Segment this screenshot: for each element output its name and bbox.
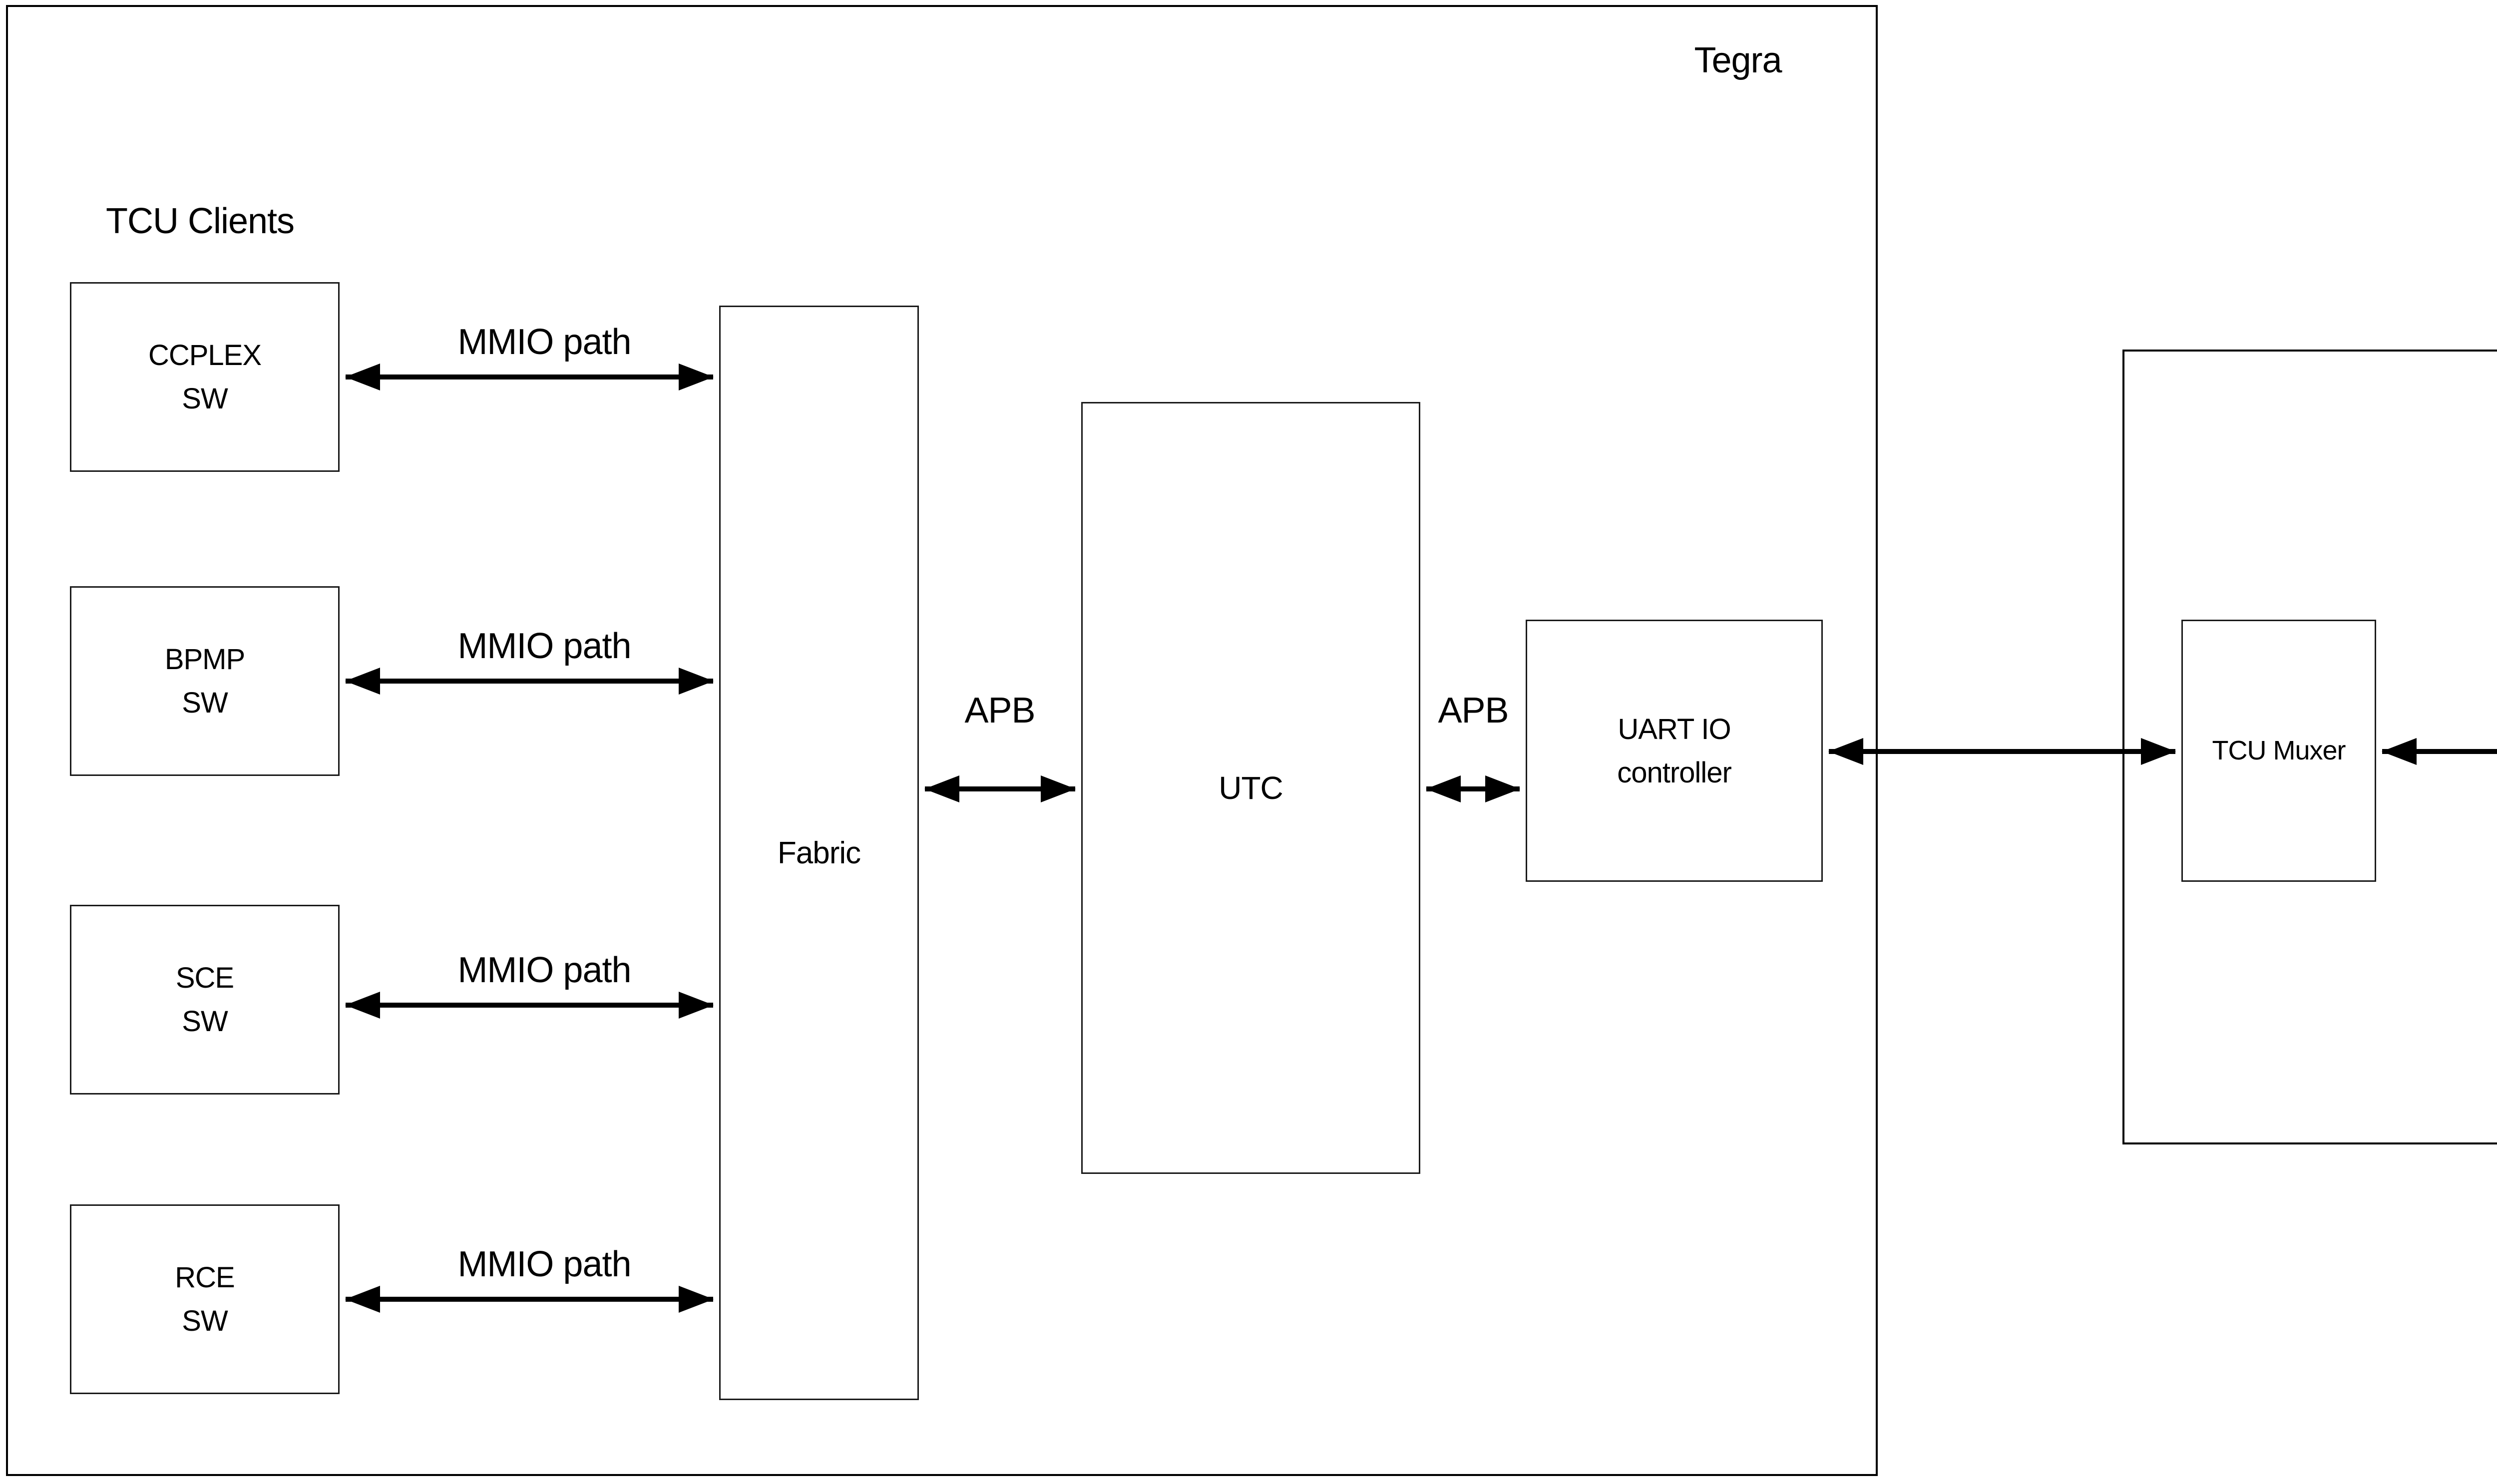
uart-io-controller-box: UART IO controller bbox=[1526, 620, 1823, 882]
mmio-path-label-rce: MMIO path bbox=[457, 1244, 631, 1284]
bpmp-label-line2: SW bbox=[182, 687, 228, 719]
client-box-rce: RCE SW bbox=[70, 1204, 340, 1394]
utc-label: UTC bbox=[1219, 770, 1283, 806]
bpmp-label-line1: BPMP bbox=[164, 643, 245, 676]
tcu-muxer-label: TCU Muxer bbox=[2212, 735, 2346, 765]
fabric-label: Fabric bbox=[777, 835, 861, 870]
apb-label-fabric-utc: APB bbox=[964, 691, 1035, 731]
tcu-clients-label: TCU Clients bbox=[106, 201, 295, 241]
fabric-box: Fabric bbox=[719, 306, 919, 1400]
rce-label-line1: RCE bbox=[175, 1261, 235, 1294]
client-box-sce: SCE SW bbox=[70, 905, 340, 1095]
mmio-path-label-ccplex: MMIO path bbox=[457, 322, 631, 362]
sce-label-line1: SCE bbox=[175, 962, 234, 994]
host-pc-box bbox=[2122, 350, 2497, 1144]
tegra-box bbox=[6, 5, 1878, 1476]
client-box-ccplex: CCPLEX SW bbox=[70, 282, 340, 472]
uart-label-line2: controller bbox=[1617, 756, 1732, 789]
client-box-bpmp: BPMP SW bbox=[70, 586, 340, 776]
ccplex-label-line2: SW bbox=[182, 382, 228, 415]
rce-label-line2: SW bbox=[182, 1305, 228, 1337]
utc-box: UTC bbox=[1081, 402, 1420, 1174]
mmio-path-label-sce: MMIO path bbox=[457, 950, 631, 990]
sce-label-line2: SW bbox=[182, 1005, 228, 1038]
uart-label-line1: UART IO bbox=[1618, 713, 1731, 745]
ccplex-label-line1: CCPLEX bbox=[148, 339, 262, 371]
tegra-label: Tegra bbox=[1694, 40, 1782, 80]
tcu-muxer-box: TCU Muxer bbox=[2181, 620, 2376, 882]
mmio-path-label-bpmp: MMIO path bbox=[457, 626, 631, 666]
apb-label-utc-uart: APB bbox=[1438, 691, 1509, 731]
